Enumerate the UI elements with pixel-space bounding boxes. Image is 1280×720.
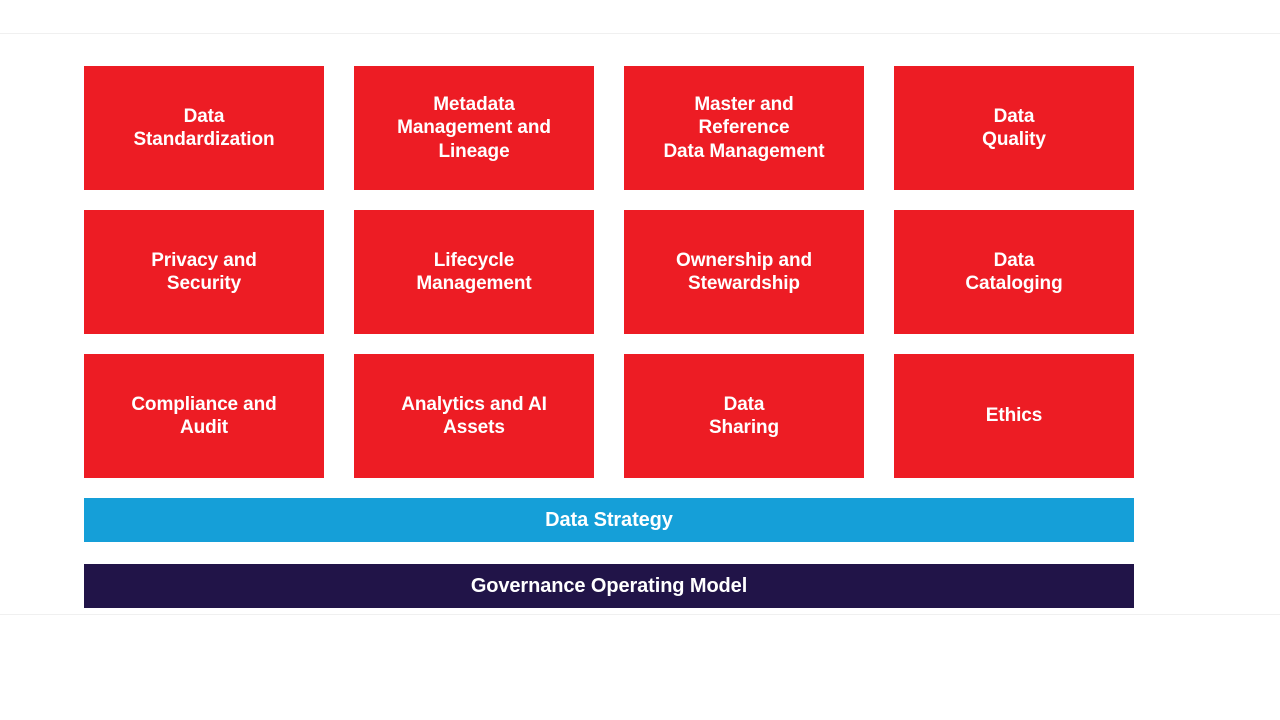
data-governance-framework: Data Standardization Metadata Management…: [84, 66, 1134, 608]
pillar-tile-compliance-and-audit[interactable]: Compliance and Audit: [84, 354, 324, 478]
pillar-tile-label: Ownership and Stewardship: [676, 249, 812, 294]
pillar-row-2: Privacy and Security Lifecycle Managemen…: [84, 210, 1134, 334]
pillar-tile-data-standardization[interactable]: Data Standardization: [84, 66, 324, 190]
pillar-tile-privacy-and-security[interactable]: Privacy and Security: [84, 210, 324, 334]
pillar-row-1: Data Standardization Metadata Management…: [84, 66, 1134, 190]
foundation-band-label: Governance Operating Model: [470, 574, 748, 597]
pillar-tile-label: Master and Reference Data Management: [663, 94, 825, 162]
foundation-band-governance-operating-model[interactable]: Governance Operating Model: [84, 564, 1134, 608]
pillar-row-3: Compliance and Audit Analytics and AI As…: [84, 354, 1134, 478]
pillar-tile-label: Data Sharing: [708, 393, 780, 438]
pillar-tile-label: Data Quality: [982, 105, 1046, 150]
pillar-tile-data-quality[interactable]: Data Quality: [894, 66, 1134, 190]
pillar-tile-ownership-and-stewardship[interactable]: Ownership and Stewardship: [624, 210, 864, 334]
foundation-band-data-strategy[interactable]: Data Strategy: [84, 498, 1134, 542]
pillar-tile-data-cataloging[interactable]: Data Cataloging: [894, 210, 1134, 334]
pillar-tile-label: Compliance and Audit: [131, 393, 277, 438]
foundation-band-label: Data Strategy: [545, 508, 673, 531]
pillar-tile-label: Metadata Management and Lineage: [397, 94, 551, 162]
pillar-tile-label: Analytics and AI Assets: [401, 393, 547, 438]
pillar-tile-label: Ethics: [985, 405, 1043, 427]
pillar-tile-label: Data Cataloging: [965, 249, 1063, 294]
bottom-divider-rule: [0, 614, 1280, 615]
top-divider-rule: [0, 33, 1280, 34]
pillar-tile-lifecycle-management[interactable]: Lifecycle Management: [354, 210, 594, 334]
pillar-tile-label: Lifecycle Management: [416, 249, 532, 294]
pillar-tile-label: Privacy and Security: [151, 249, 257, 294]
pillar-tile-master-and-reference-data-management[interactable]: Master and Reference Data Management: [624, 66, 864, 190]
pillar-tile-data-sharing[interactable]: Data Sharing: [624, 354, 864, 478]
pillar-tile-label: Data Standardization: [133, 105, 275, 150]
pillar-tile-analytics-and-ai-assets[interactable]: Analytics and AI Assets: [354, 354, 594, 478]
pillar-tile-metadata-management-and-lineage[interactable]: Metadata Management and Lineage: [354, 66, 594, 190]
pillar-tile-ethics[interactable]: Ethics: [894, 354, 1134, 478]
